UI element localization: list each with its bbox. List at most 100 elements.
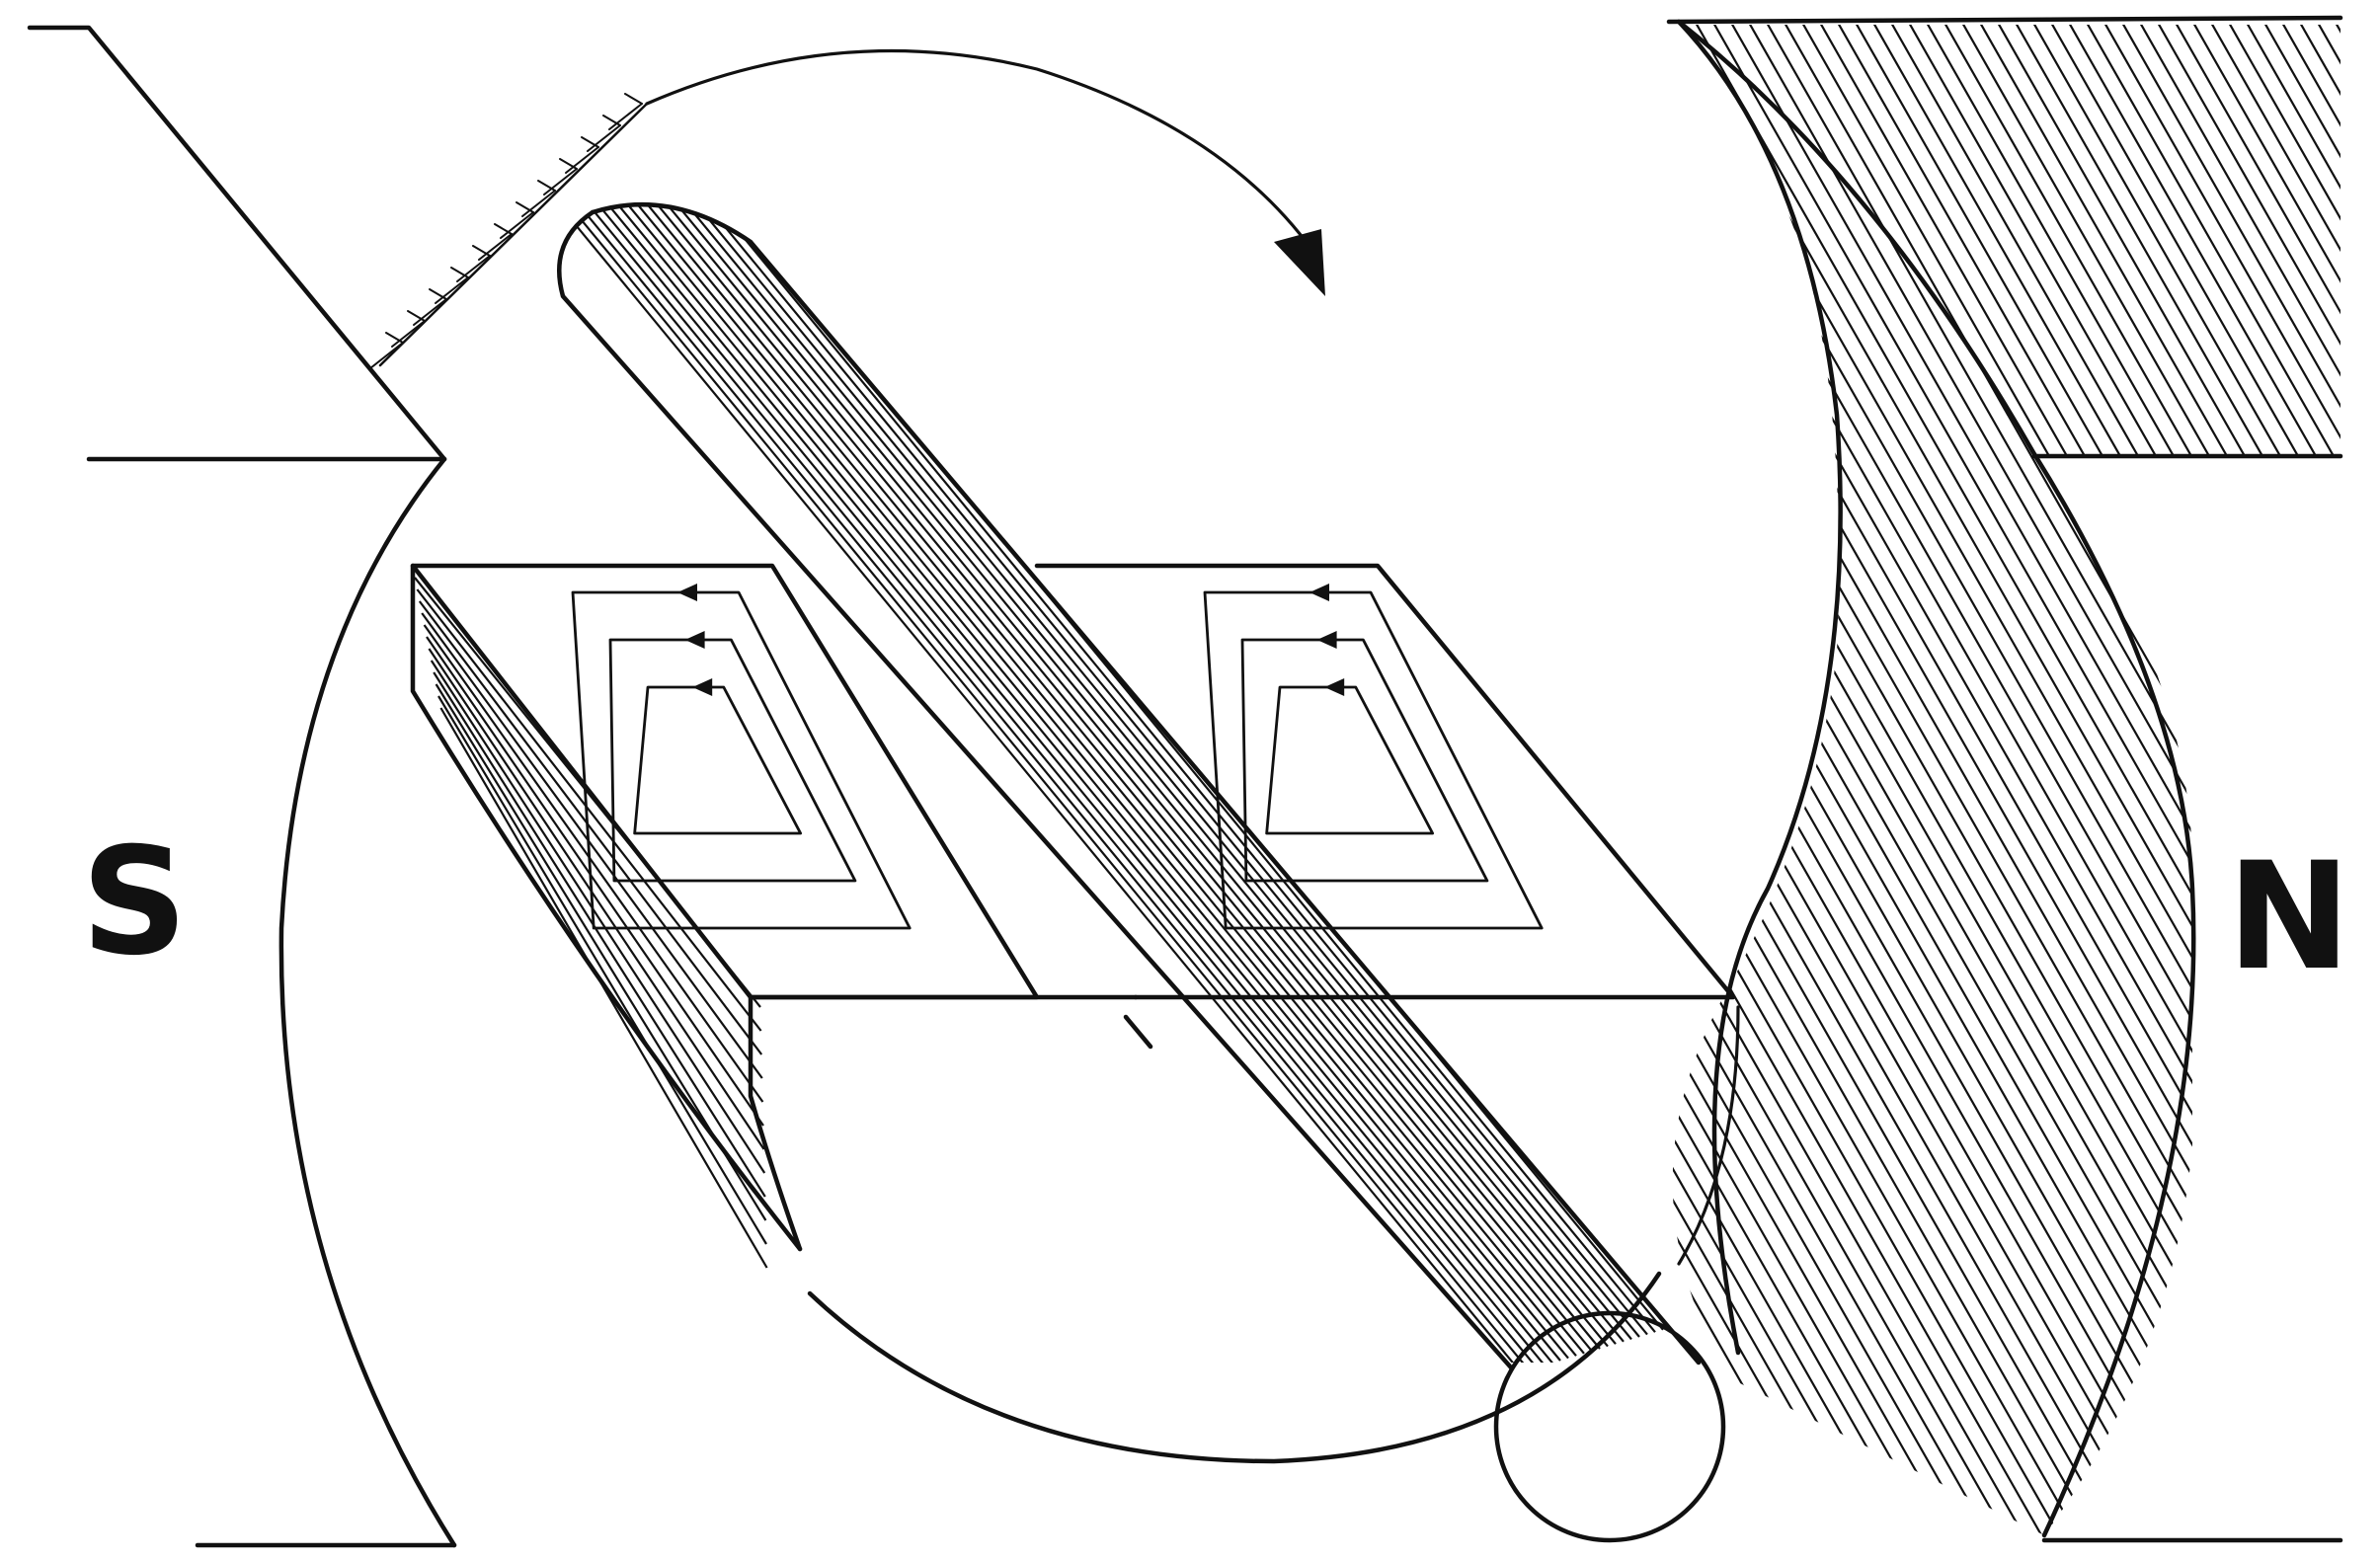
south-pole-label: S: [81, 817, 188, 988]
hatch-line: [2286, 25, 2340, 1535]
hatch-line: [559, 204, 1522, 1363]
hatch-line: [1672, 25, 2110, 1535]
hatch-line: [414, 577, 761, 1008]
hatch-line: [734, 204, 1699, 1319]
hatch-line: [1931, 25, 2340, 1535]
hatch-line: [1672, 25, 2340, 1535]
hatch-line: [2073, 25, 2340, 1535]
hatch-line: [1672, 25, 1862, 1535]
hatch-line: [2020, 25, 2340, 1535]
hatch-line: [2251, 25, 2340, 1535]
hatch-line: [1672, 25, 1897, 1535]
hatch-line: [1672, 25, 1826, 1535]
feather-barb: [391, 320, 426, 348]
hatch-line: [2268, 25, 2340, 1535]
hatch-line: [623, 204, 1593, 1353]
south-pole-piece: [27, 25, 457, 1548]
hatch-line: [560, 204, 1530, 1363]
hatch-line: [576, 204, 1546, 1363]
hatch-line: [1682, 25, 2340, 1535]
hatch-line: [1672, 25, 2340, 1535]
hatch-line: [584, 204, 1553, 1363]
hatch-line: [615, 204, 1585, 1355]
hatch-line: [2358, 0, 2380, 1561]
hatch-line: [2376, 0, 2380, 1561]
hatch-line: [435, 683, 767, 1221]
feather-barb: [587, 124, 621, 152]
feather-barb: [500, 211, 534, 239]
hatch-line: [433, 671, 766, 1198]
hatch-line: [1735, 25, 2340, 1535]
hatch-line: [423, 624, 764, 1103]
feather-barb: [407, 310, 426, 322]
feather-barb: [624, 93, 643, 105]
hatch-line: [430, 660, 766, 1174]
feather-barb: [565, 146, 599, 174]
hatch-line: [1672, 25, 2340, 1535]
hatch-line: [592, 204, 1561, 1362]
hatch-line: [2091, 25, 2340, 1535]
eddy-currents-left: [571, 584, 912, 930]
current-arrow-icon: [677, 584, 697, 601]
eddy-loop: [571, 590, 912, 930]
hatch-line: [1948, 25, 2340, 1535]
hatch-line: [2304, 25, 2340, 1535]
hatch-line: [1672, 25, 2039, 1535]
hatch-line: [1753, 25, 2340, 1535]
hatch-line: [1672, 25, 2022, 1535]
hatch-line: [2037, 25, 2340, 1535]
hatch-line: [418, 600, 763, 1055]
hatch-line: [631, 204, 1601, 1350]
feather-barb: [435, 276, 469, 304]
hatch-line: [750, 204, 1699, 1314]
feather-barb: [516, 201, 534, 213]
hatch-line: [1672, 25, 2004, 1535]
hatch-line: [1895, 25, 2340, 1535]
current-arrow-icon: [1316, 631, 1337, 649]
eddy-loop: [1203, 590, 1544, 930]
hatch-line: [694, 204, 1664, 1331]
hatch-line: [686, 204, 1656, 1333]
hatch-line: [2162, 25, 2340, 1535]
eddy-loop: [633, 685, 803, 835]
eddy-loop: [608, 638, 857, 883]
feather-barb: [537, 180, 556, 192]
hatch-line: [2233, 25, 2340, 1535]
hatch-line: [2215, 25, 2340, 1535]
feather-barb: [494, 223, 513, 235]
shaft: [557, 201, 1726, 1543]
feather-barb: [581, 136, 599, 148]
feather-barb: [602, 115, 621, 126]
feather-barb: [472, 245, 491, 257]
feather-spine: [378, 102, 649, 367]
hatch-line: [437, 695, 767, 1245]
hatch-line: [426, 636, 764, 1127]
hatch-line: [702, 204, 1672, 1329]
eddy-loop: [1265, 685, 1435, 835]
hatch-line: [663, 204, 1632, 1341]
hatch-line: [2340, 0, 2380, 1561]
north-pole-label: N: [2227, 831, 2351, 1003]
hatch-line: [1672, 25, 2057, 1535]
hatch-line: [2055, 25, 2340, 1535]
north-pole-piece: [1666, 0, 2380, 1561]
hatch-line: [2144, 25, 2340, 1535]
hatch-line: [607, 204, 1577, 1357]
current-arrow-icon: [1324, 678, 1345, 696]
hatch-line: [2108, 25, 2340, 1535]
feather-barb: [385, 332, 404, 344]
armature-disc: [807, 1005, 1740, 1464]
hatch-line: [639, 204, 1609, 1348]
hatch-line: [1672, 25, 2288, 1535]
hatch-line: [1984, 25, 2340, 1535]
hatch-line: [1672, 25, 2340, 1535]
feather-barb: [608, 103, 643, 130]
hatch-line: [710, 204, 1680, 1326]
eddy-loop: [1240, 638, 1489, 883]
current-arrow-icon: [1309, 584, 1329, 601]
conducting-plate: [410, 563, 1736, 1269]
hatch-line: [1806, 25, 2340, 1535]
hatch-line: [742, 204, 1699, 1317]
hatch-line: [2126, 25, 2340, 1535]
